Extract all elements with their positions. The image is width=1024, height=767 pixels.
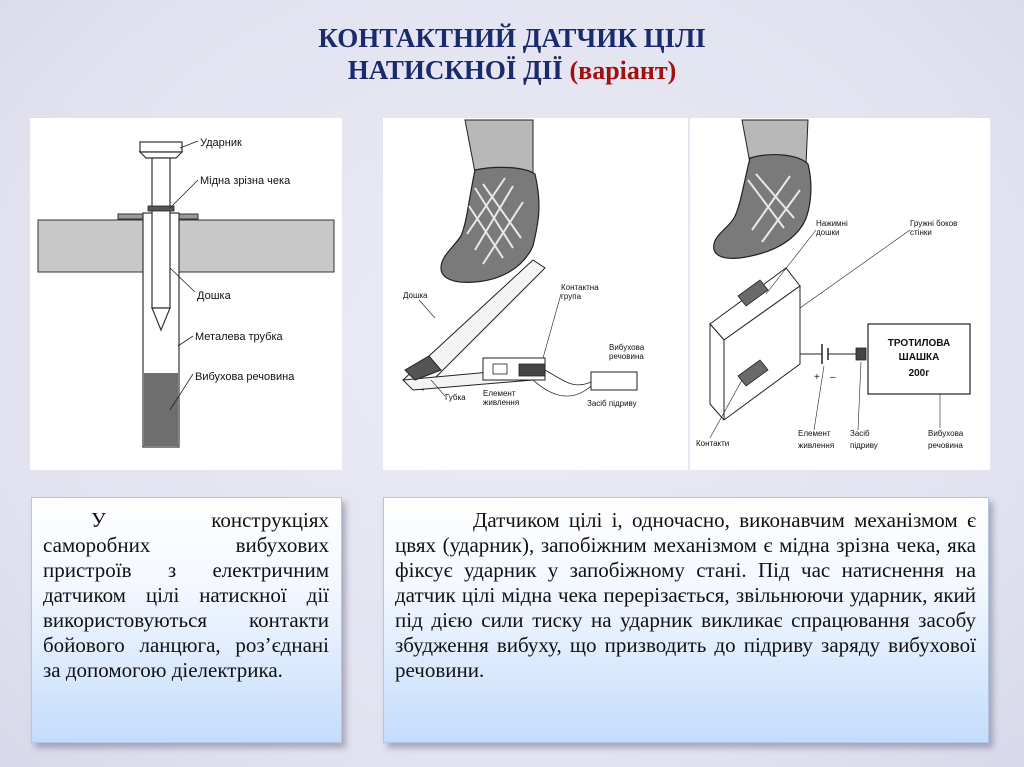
label-sponge: Губка	[445, 393, 466, 402]
striker-collar	[138, 151, 184, 159]
charge-line-1: ТРОТИЛОВА	[888, 338, 950, 349]
figure-hinged-board: Дошка Контактна група Вибухова речовина …	[383, 118, 688, 470]
figure-contact-box: + – ТРОТИЛОВА ШАШКА 200г Нажимні дошки Г…	[690, 118, 990, 470]
label-detonator-2: Засіб підриву	[587, 399, 637, 408]
detonator-icon	[855, 347, 867, 361]
minus-sign: –	[830, 372, 836, 383]
label-element-3a: Елемент	[798, 429, 831, 438]
label-springs-b: стінки	[910, 228, 932, 237]
explosive-box	[590, 371, 638, 391]
charge-line-2: ШАШКА	[899, 352, 940, 363]
charge-line-3: 200г	[909, 368, 930, 379]
title-line-1: КОНТАКТНИЙ ДАТЧИК ЦІЛІ	[318, 23, 706, 53]
contact-box-diagram: + – ТРОТИЛОВА ШАШКА 200г Нажимні дошки Г…	[696, 119, 971, 450]
label-explosive-2a: Вибухова	[609, 343, 645, 352]
hinged-board-diagram: Дошка Контактна група Вибухова речовина …	[401, 119, 645, 408]
label-boards-b: дошки	[816, 228, 840, 237]
copper-pin	[147, 205, 175, 212]
text-box-right: Датчиком цілі і, одночасно, виконавчим м…	[383, 497, 989, 743]
label-contact-group-1: Контактна	[561, 283, 599, 292]
charge-box	[867, 323, 971, 395]
label-contact-group-2: група	[561, 292, 582, 301]
explosive-fill	[144, 373, 178, 446]
label-element-2a: Елемент	[483, 389, 516, 398]
label-detonator-3b: підриву	[850, 441, 878, 450]
label-element-2b: живлення	[483, 398, 519, 407]
label-element-3b: живлення	[798, 441, 834, 450]
label-board-2: Дошка	[403, 291, 428, 300]
contact-plate-bottom	[737, 359, 769, 387]
label-detonator-3a: Засіб	[850, 429, 870, 438]
striker-shaft	[151, 157, 171, 309]
label-contacts: Контакти	[696, 439, 729, 448]
label-boards-a: Нажимні	[816, 219, 848, 228]
text-right: Датчиком цілі і, одночасно, виконавчим м…	[395, 508, 976, 682]
label-board: Дошка	[197, 290, 232, 302]
figure-striker-section: Ударник Мідна зрізна чека Дошка Металева…	[30, 118, 342, 470]
board-shape	[37, 219, 335, 273]
text-box-left: У конструкціях саморобних вибухових прис…	[31, 497, 342, 743]
title-line-2: НАТИСКНОЇ ДІЇ (варіант)	[0, 54, 1024, 87]
striker-head	[139, 141, 183, 153]
label-springs-a: Гружні боков	[910, 219, 957, 228]
boot-icon-2	[713, 154, 812, 259]
striker-tip	[151, 307, 171, 332]
label-striker: Ударник	[200, 137, 242, 149]
plus-sign: +	[814, 372, 820, 383]
slide-title: КОНТАКТНИЙ ДАТЧИК ЦІЛІ НАТИСКНОЇ ДІЇ (ва…	[0, 22, 1024, 87]
contact-plate-top	[737, 279, 769, 307]
label-explosive-2b: речовина	[609, 352, 644, 361]
text-left: У конструкціях саморобних вибухових прис…	[43, 508, 329, 682]
title-main: НАТИСКНОЇ ДІЇ	[347, 55, 563, 85]
striker-diagram: Ударник Мідна зрізна чека Дошка Металева…	[37, 137, 335, 448]
label-explosive: Вибухова речовина	[195, 371, 295, 383]
label-explosive-3a: Вибухова	[928, 429, 964, 438]
sponge-block	[404, 355, 442, 381]
label-explosive-3b: речовина	[928, 441, 963, 450]
label-metal-tube: Металева трубка	[195, 331, 284, 343]
title-variant: (варіант)	[569, 56, 677, 85]
label-copper-pin: Мідна зрізна чека	[200, 175, 291, 187]
